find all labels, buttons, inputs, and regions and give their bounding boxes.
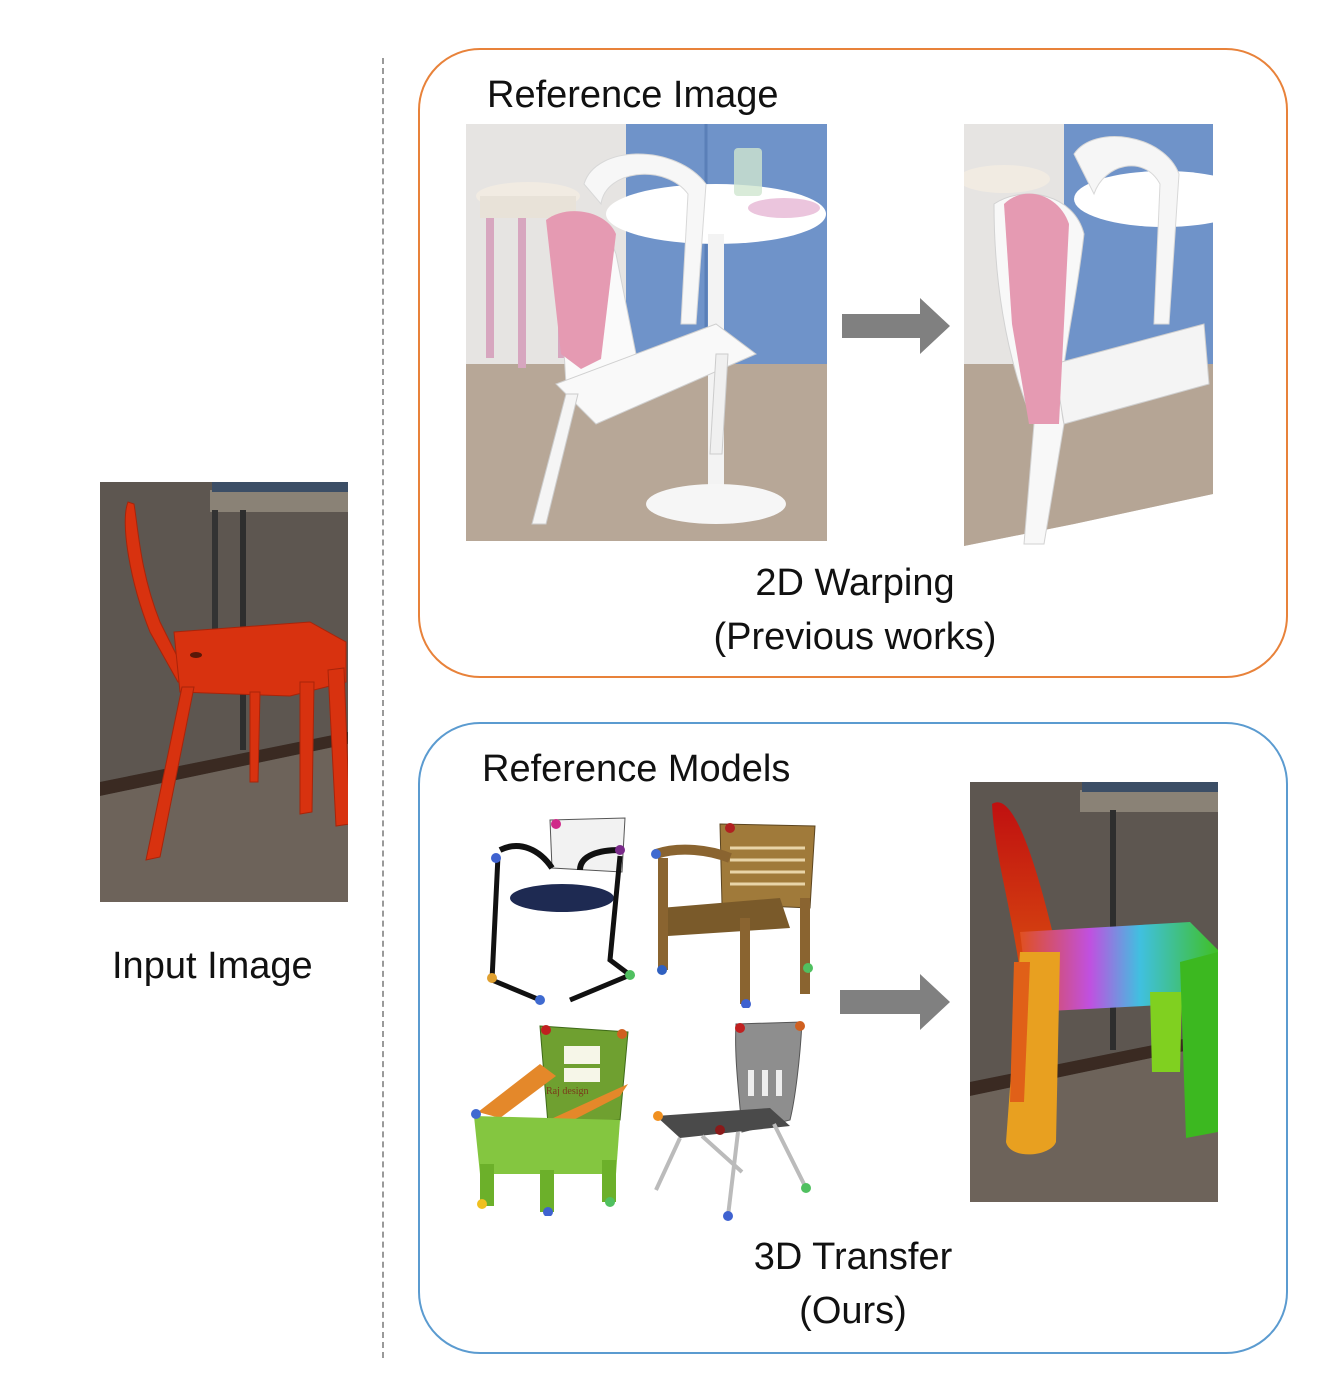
reference-model-2 — [651, 823, 816, 1008]
reference-model-1 — [487, 817, 635, 1005]
reference-models-panel — [418, 722, 1288, 1354]
warped-image — [964, 124, 1213, 546]
reference-model-3: Raj design — [471, 1025, 629, 1216]
arrow-right-icon — [842, 298, 950, 354]
transfer-result-image — [970, 782, 1218, 1202]
input-image-caption: Input Image — [112, 945, 313, 987]
bottom-caption: 3D Transfer (Ours) — [730, 1230, 976, 1338]
reference-models-title: Reference Models — [482, 748, 791, 790]
model-3-text: Raj design — [546, 1086, 589, 1097]
reference-image-title: Reference Image — [487, 74, 779, 116]
top-caption: 2D Warping (Previous works) — [700, 556, 1010, 664]
reference-model-4 — [653, 1021, 811, 1221]
arrow-right-icon — [840, 974, 950, 1030]
dashed-divider — [382, 58, 384, 1358]
top-caption-line2: (Previous works) — [713, 616, 997, 658]
bottom-caption-line2: (Ours) — [799, 1290, 907, 1332]
bottom-caption-line1: 3D Transfer — [753, 1236, 953, 1278]
reference-image — [466, 124, 827, 541]
reference-image-panel — [418, 48, 1288, 678]
input-image — [100, 482, 348, 902]
top-caption-line1: 2D Warping — [755, 562, 955, 604]
